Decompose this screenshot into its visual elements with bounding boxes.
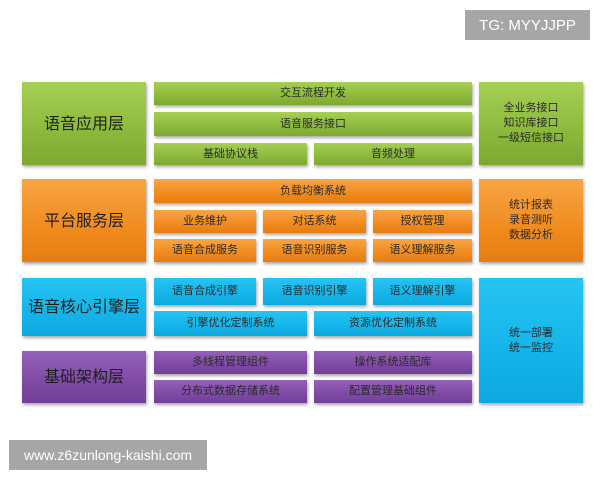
platform-block-tts-service: 语音合成服务 — [154, 239, 256, 262]
base-block-os-adapter: 操作系统适配库 — [314, 351, 472, 374]
watermark-top: TG: MYYJJPP — [465, 10, 590, 40]
core-block-asr-engine: 语音识别引擎 — [263, 278, 366, 305]
deploy-side-line-1: 统一部署 — [509, 325, 553, 339]
platform-block-dialog-system: 对话系统 — [263, 210, 366, 233]
platform-layer-title: 平台服务层 — [22, 179, 146, 262]
app-side-line-3: 一级短信接口 — [498, 130, 564, 144]
platform-side-analytics: 统计报表 录音测听 数据分析 — [479, 179, 583, 262]
app-block-voice-service-api: 语音服务接口 — [154, 112, 472, 136]
deploy-side-line-2: 统一监控 — [509, 340, 553, 354]
platform-block-authorization: 授权管理 — [373, 210, 472, 233]
platform-block-business-maintenance: 业务维护 — [154, 210, 256, 233]
app-side-interfaces: 全业务接口 知识库接口 一级短信接口 — [479, 82, 583, 165]
base-layer-title: 基础架构层 — [22, 351, 146, 403]
base-block-config-management: 配置管理基础组件 — [314, 380, 472, 403]
core-block-nlu-engine: 语义理解引擎 — [373, 278, 472, 305]
base-block-distributed-storage: 分布式数据存储系统 — [154, 380, 307, 403]
platform-block-nlu-service: 语义理解服务 — [373, 239, 472, 262]
app-block-audio-processing: 音频处理 — [314, 143, 472, 165]
base-block-multithread: 多线程管理组件 — [154, 351, 307, 374]
watermark-bottom: www.z6zunlong-kaishi.com — [9, 440, 207, 470]
core-block-engine-optimization: 引擎优化定制系统 — [154, 311, 307, 336]
app-layer-title: 语音应用层 — [22, 82, 146, 165]
core-layer-title: 语音核心引擎层 — [22, 278, 146, 336]
app-block-interaction-flow: 交互流程开发 — [154, 82, 472, 105]
platform-block-asr-service: 语音识别服务 — [263, 239, 366, 262]
platform-side-line-3: 数据分析 — [509, 227, 553, 241]
app-block-base-protocol-stack: 基础协议栈 — [154, 143, 307, 165]
platform-side-line-2: 录音测听 — [509, 213, 553, 227]
platform-side-line-1: 统计报表 — [509, 198, 553, 212]
app-side-line-1: 全业务接口 — [503, 101, 559, 115]
core-block-resource-optimization: 资源优化定制系统 — [314, 311, 472, 336]
platform-block-load-balancing: 负载均衡系统 — [154, 179, 472, 203]
app-side-line-2: 知识库接口 — [503, 116, 559, 130]
core-block-tts-engine: 语音合成引擎 — [154, 278, 256, 305]
deploy-monitor-side: 统一部署 统一监控 — [479, 278, 583, 403]
